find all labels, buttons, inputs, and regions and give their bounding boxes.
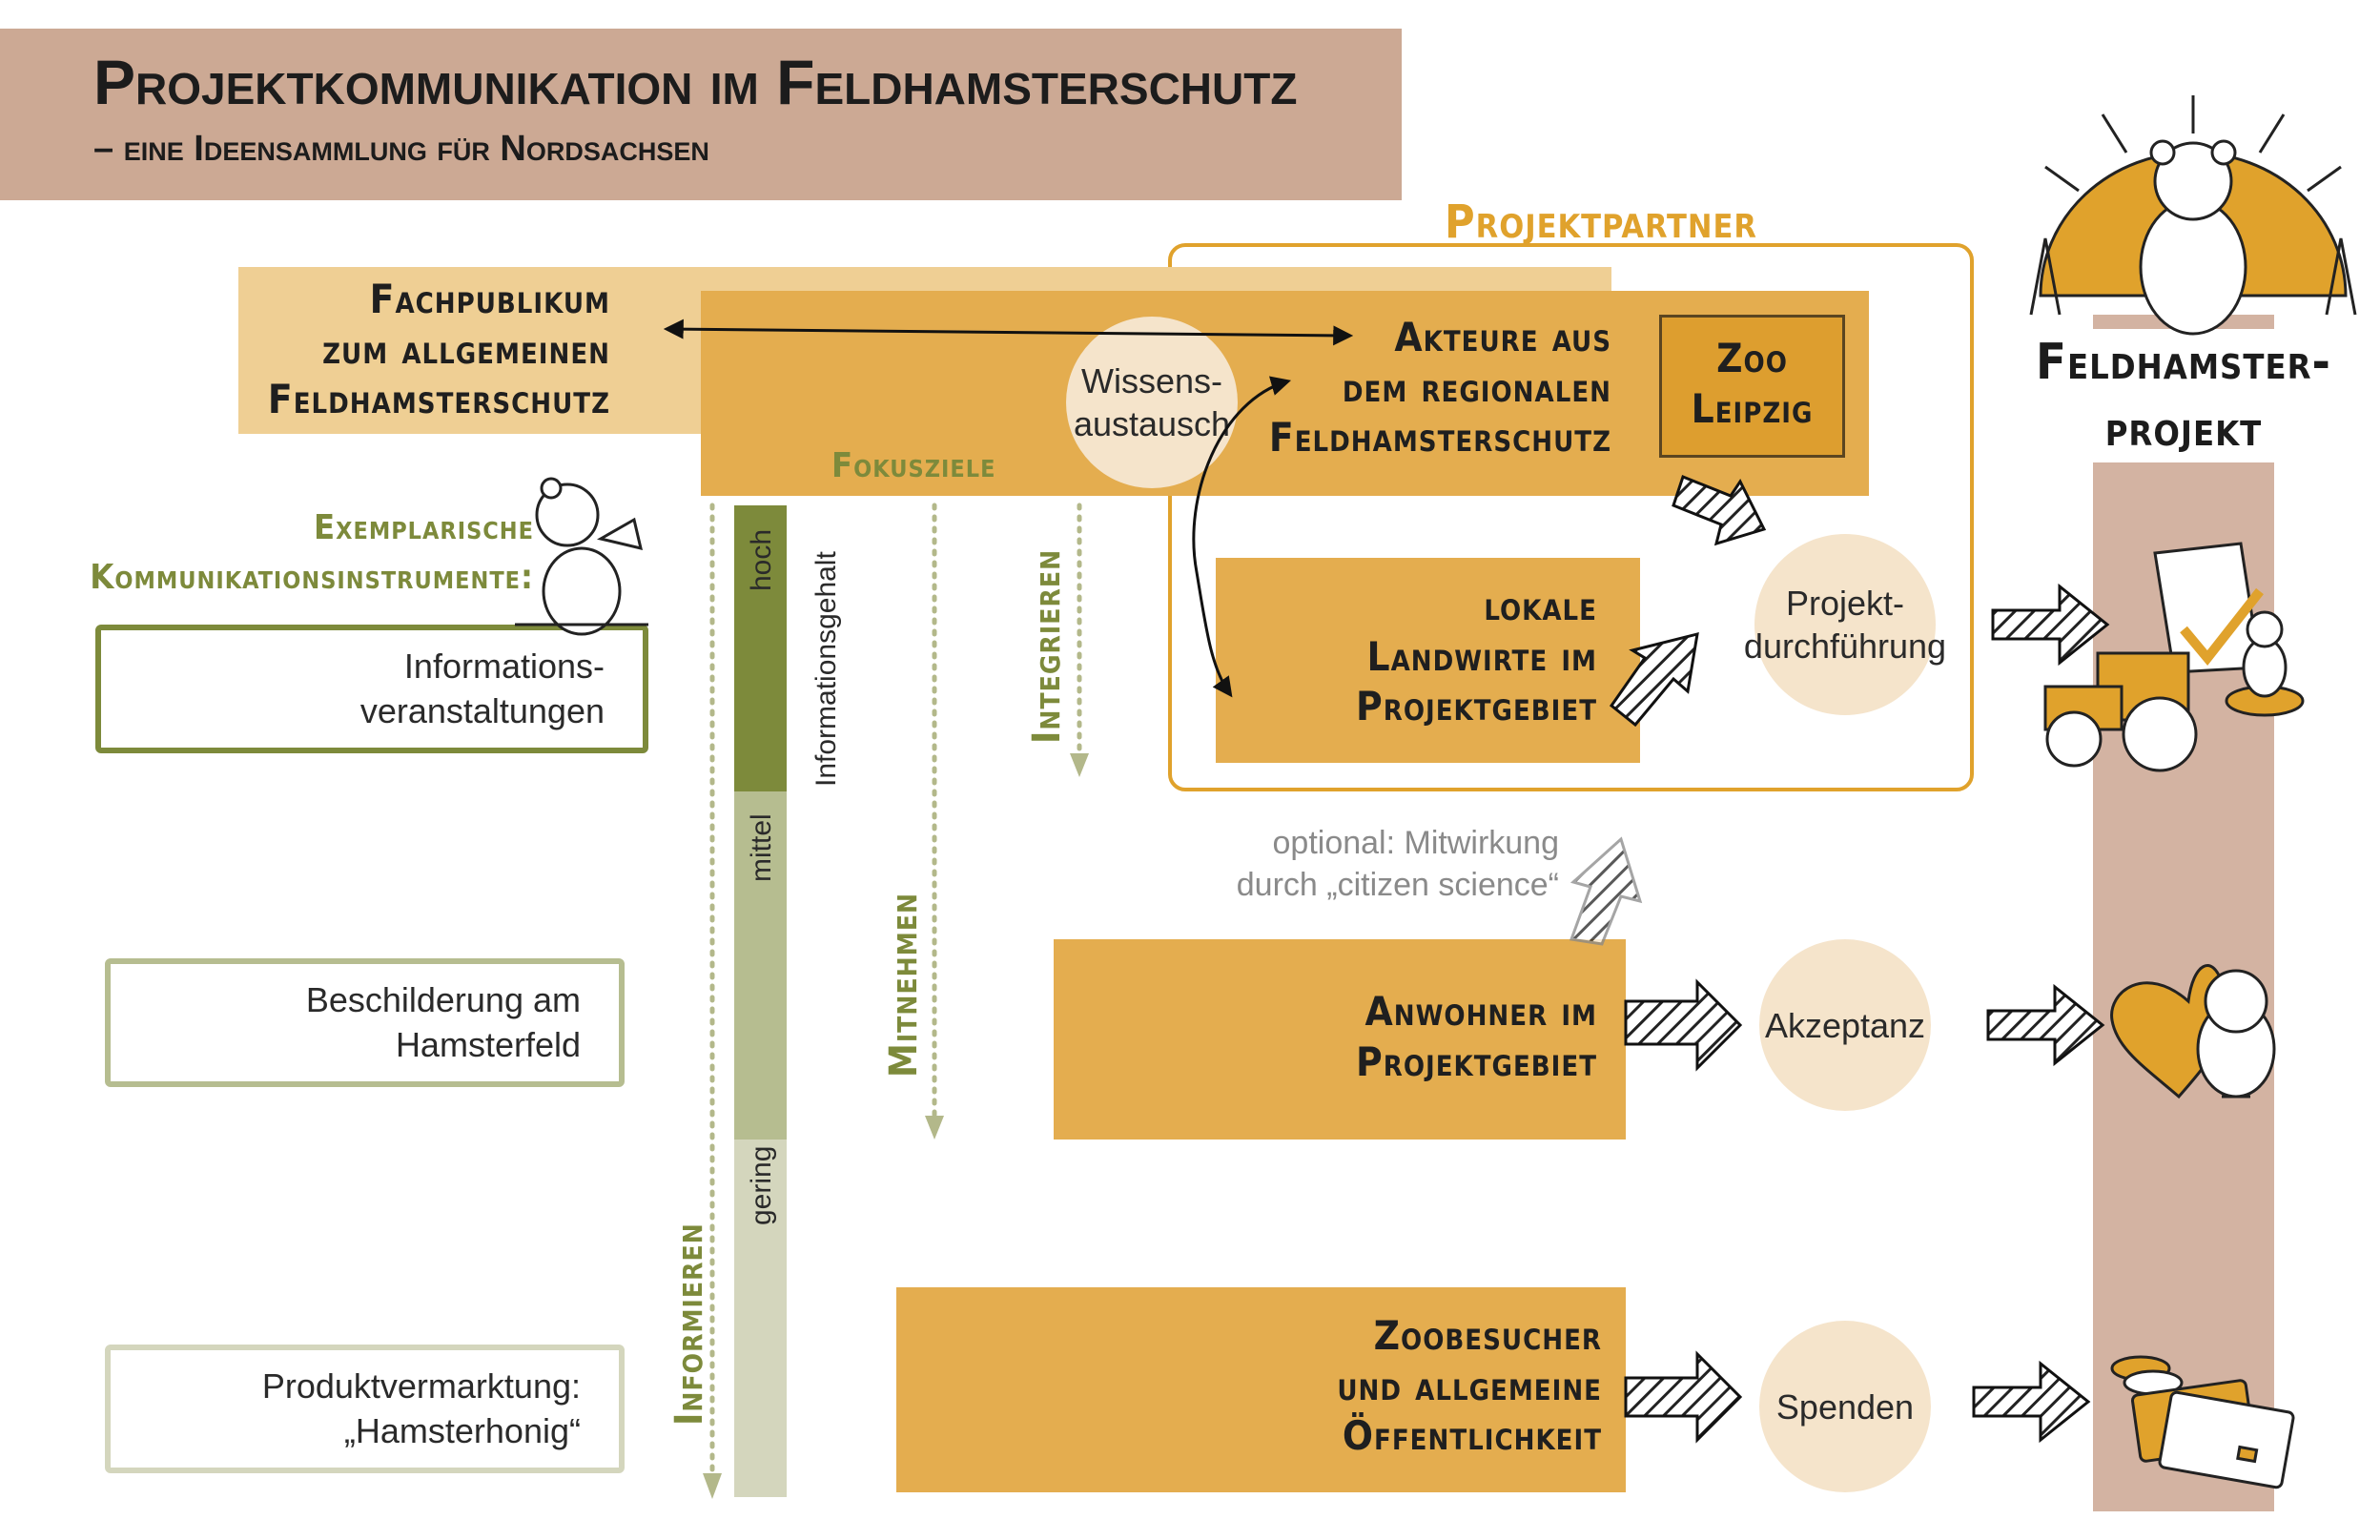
project-bar — [2093, 315, 2274, 1511]
spenden-circle: Spenden — [1759, 1321, 1931, 1492]
fachpublikum-label: Fachpublikum zum allgemeinen Feldhamster… — [267, 276, 610, 422]
zoo-leipzig-box — [1659, 315, 1845, 458]
citizen-science-arrow — [1569, 836, 1643, 946]
goal-arrow-heads — [703, 753, 1089, 1499]
akzeptanz-circle: Akzeptanz — [1759, 939, 1931, 1111]
instrument-beschilderung: Beschilderung am Hamsterfeld — [105, 958, 625, 1087]
zoo-leipzig-label: Zoo Leipzig — [1691, 335, 1814, 432]
anwohner-label: Anwohner im Projektgebiet — [1356, 988, 1597, 1085]
instrument-informationsveranstaltungen: Informations- veranstaltungen — [95, 625, 648, 753]
info-bar-high — [734, 505, 787, 791]
hatched-arrows — [1609, 475, 2110, 1444]
page-subtitle: – eine Ideensammlung für Nordsachsen — [93, 129, 709, 169]
zoobesucher-box — [896, 1287, 1626, 1492]
info-bar-mid — [734, 791, 787, 1140]
instruments-label: Exemplarische Kommunikationsinstrumente: — [90, 508, 534, 598]
partner-label: Projektpartner — [1445, 195, 1757, 249]
instrument-produktvermarktung: Produktvermarktung: „Hamsterhonig“ — [105, 1345, 625, 1473]
title-banner — [0, 29, 1402, 200]
landwirte-label: lokale Landwirte im Projektgebiet — [1356, 583, 1597, 729]
hamster-sun-icon — [2029, 95, 2357, 336]
coins-card-icon — [2110, 1355, 2295, 1489]
goal-arrows — [709, 503, 1082, 1476]
landwirte-connector — [1192, 376, 1292, 698]
page-title: Projektkommunikation im Feldhamsterschut… — [93, 47, 1298, 117]
tractor-contract-icon — [2043, 542, 2305, 772]
heart-hamster-icon — [2110, 964, 2276, 1099]
akteure-text: Akteure aus dem regionalen Feldhamstersc… — [1268, 314, 1611, 461]
optional-note: optional: Mitwirkung durch „citizen scie… — [1236, 825, 1559, 904]
project-label: Feldhamster- projekt — [2031, 329, 2336, 463]
zoobesucher-label: Zoobesucher und allgemeine Öffentlichkei… — [1337, 1312, 1602, 1459]
anwohner-box — [1054, 939, 1626, 1140]
info-bar-low — [734, 1140, 787, 1497]
partner-frame — [1168, 243, 1974, 791]
exchange-arrow — [663, 318, 1354, 346]
hamster-megaphone-icon — [515, 477, 648, 636]
projektdurchfuehrung-circle: Projekt- durchführung — [1744, 534, 1946, 715]
focus-label: Fokusziele — [831, 446, 996, 485]
